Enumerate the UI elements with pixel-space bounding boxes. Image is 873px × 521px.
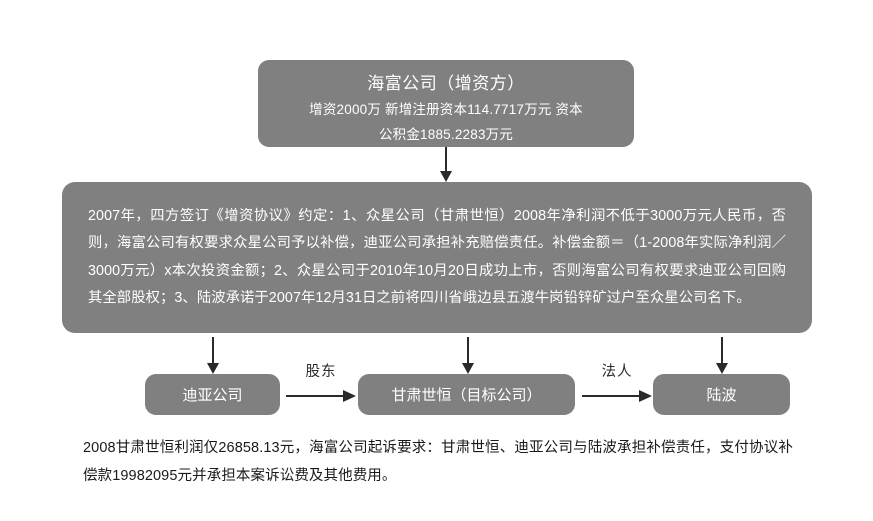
- node-gansu-shiheng: 甘肃世恒（目标公司）: [358, 374, 575, 415]
- node-haifu-title: 海富公司（增资方）: [367, 74, 525, 93]
- node-gansu-label: 甘肃世恒（目标公司）: [391, 387, 542, 404]
- arrow-gansu-to-lubo: 法人: [582, 362, 652, 402]
- arrow-shaft: [445, 147, 447, 172]
- arrow-agreement-to-lubo: [715, 337, 729, 374]
- arrow-head-icon: [462, 363, 474, 374]
- arrow-label-shareholder: 股东: [305, 364, 337, 380]
- arrow-shaft: [582, 395, 640, 397]
- node-haifu-line2: 公积金1885.2283万元: [378, 127, 514, 142]
- node-diya-label: 迪亚公司: [182, 387, 243, 404]
- arrow-shaft: [721, 337, 723, 364]
- arrow-shaft: [212, 337, 214, 364]
- arrow-diya-to-gansu: 股东: [286, 362, 356, 402]
- arrow-haifu-to-agreement: [439, 147, 453, 182]
- node-haifu-company: 海富公司（增资方） 增资2000万 新增注册资本114.7717万元 资本 公积…: [258, 60, 634, 147]
- arrow-head-icon: [343, 390, 356, 402]
- node-agreement-terms: 2007年，四方签订《增资协议》约定：1、众星公司（甘肃世恒）2008年净利润不…: [62, 182, 812, 333]
- agreement-paragraph: 2007年，四方签订《增资协议》约定：1、众星公司（甘肃世恒）2008年净利润不…: [88, 208, 786, 306]
- node-diya-company: 迪亚公司: [145, 374, 280, 415]
- arrow-shaft: [286, 395, 344, 397]
- arrow-head-icon: [207, 363, 219, 374]
- arrow-head-icon: [716, 363, 728, 374]
- node-lubo-label: 陆波: [706, 387, 737, 404]
- arrow-head-icon: [639, 390, 652, 402]
- arrow-label-legal-person: 法人: [601, 364, 633, 380]
- arrow-head-icon: [440, 171, 452, 182]
- arrow-agreement-to-gansu: [461, 337, 475, 374]
- node-lubo: 陆波: [653, 374, 790, 415]
- arrow-shaft: [467, 337, 469, 364]
- node-haifu-line1: 增资2000万 新增注册资本114.7717万元 资本: [309, 102, 583, 117]
- arrow-agreement-to-diya: [206, 337, 220, 374]
- diagram-caption: 2008甘肃世恒利润仅26858.13元，海富公司起诉要求：甘肃世恒、迪亚公司与…: [83, 440, 793, 484]
